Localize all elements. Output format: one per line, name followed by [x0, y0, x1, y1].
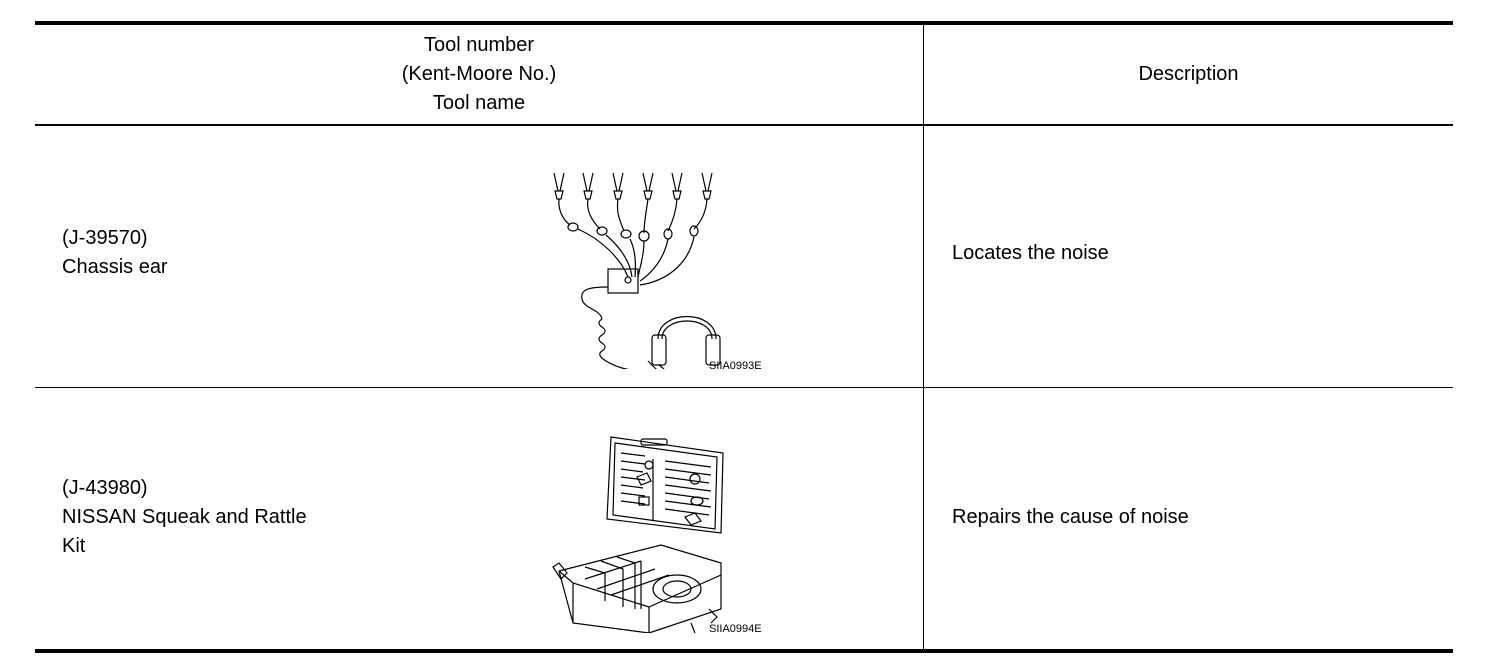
header-tool-column: Tool number (Kent-Moore No.) Tool name: [35, 25, 923, 124]
row-2-description: Repairs the cause of noise: [952, 506, 1189, 528]
header-description-column: Description: [924, 25, 1453, 124]
column-divider: [923, 21, 924, 651]
table-top-rule: [35, 21, 1453, 25]
row-divider: [35, 387, 1453, 388]
header-kent-moore: (Kent-Moore No.): [401, 63, 557, 85]
header-tool-name: Tool name: [432, 92, 526, 114]
row-1-figure-code: SIIA0993E: [709, 360, 762, 372]
row-2-figure-code: SIIA0994E: [709, 623, 762, 635]
row-1-tool-cell: (J-39570) Chassis ear: [62, 224, 168, 282]
header-tool-number: Tool number: [423, 34, 535, 56]
row-1-description: Locates the noise: [952, 242, 1109, 264]
row-1-tool-number: (J-39570): [62, 227, 148, 249]
header-divider: [35, 124, 1453, 126]
row-2-tool-number: (J-43980): [62, 477, 148, 499]
alligator-clip-icon: [553, 172, 565, 200]
squeak-rattle-kit-illustration: [545, 433, 730, 633]
row-2-tool-name-line2: Kit: [62, 535, 86, 557]
row-1-tool-name: Chassis ear: [62, 256, 168, 278]
chassis-ear-illustration: [540, 169, 725, 369]
row-2-tool-cell: (J-43980) NISSAN Squeak and Rattle Kit: [62, 474, 307, 561]
row-2-tool-name-line1: NISSAN Squeak and Rattle: [62, 506, 307, 528]
header-description: Description: [1138, 63, 1239, 85]
tool-table: Tool number (Kent-Moore No.) Tool name D…: [35, 21, 1453, 653]
table-bottom-rule: [35, 649, 1453, 653]
